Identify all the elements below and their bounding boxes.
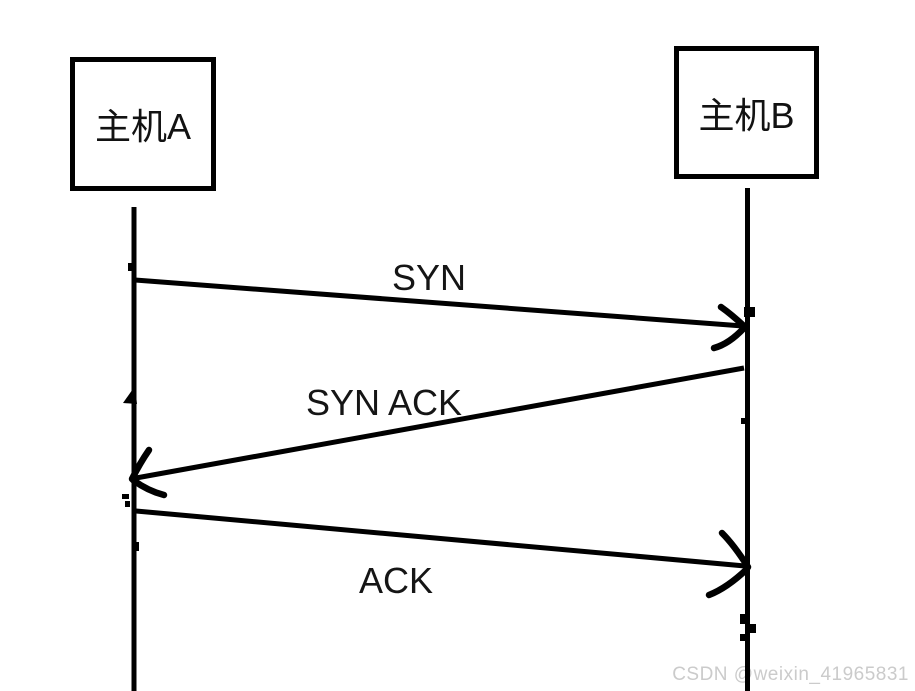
watermark-text: CSDN @weixin_41965831	[672, 664, 909, 685]
lifeline-a-tick-4	[133, 542, 139, 551]
host-b-label: 主机B	[698, 94, 795, 136]
syn-ack-arrow	[128, 365, 745, 499]
host-a-label: 主机A	[94, 106, 191, 147]
ack-arrow-shaft	[135, 508, 746, 569]
syn-ack-arrowhead-upper-stroke	[128, 446, 153, 483]
lifeline-b-tick-2	[740, 614, 746, 624]
lifeline-b-tick-4	[740, 634, 746, 641]
hand-drawn-artifacts	[122, 263, 756, 641]
ack-message-label: ACK	[358, 560, 434, 601]
ack-arrowhead-upper-stroke	[718, 529, 752, 571]
lifeline-b-tick-1	[741, 418, 746, 424]
syn-arrow-shaft	[134, 277, 744, 329]
lifeline-b-dot	[744, 307, 755, 317]
ack-arrowhead-lower-stroke	[705, 565, 751, 599]
syn-ack-arrow-shaft	[135, 365, 745, 481]
syn-arrow	[134, 277, 748, 352]
lifeline-a-tick-3	[125, 501, 130, 507]
lifeline-a-tick-1	[128, 263, 133, 271]
ack-arrow	[135, 508, 752, 599]
syn-message-label: SYN	[391, 257, 467, 298]
syn-arrowhead-lower-stroke	[710, 324, 748, 352]
lifeline-b-tick-3	[749, 624, 756, 633]
lifeline-a-tick-2	[122, 494, 129, 499]
syn-arrowhead-upper-stroke	[717, 303, 748, 330]
host-b-box: 主机B	[674, 46, 819, 179]
syn-ack-message-label: SYN ACK	[305, 382, 463, 423]
lifeline-a-triangle-mark	[123, 386, 137, 404]
host-a-box: 主机A	[70, 57, 216, 191]
syn-ack-arrowhead-lower-stroke	[129, 476, 168, 499]
